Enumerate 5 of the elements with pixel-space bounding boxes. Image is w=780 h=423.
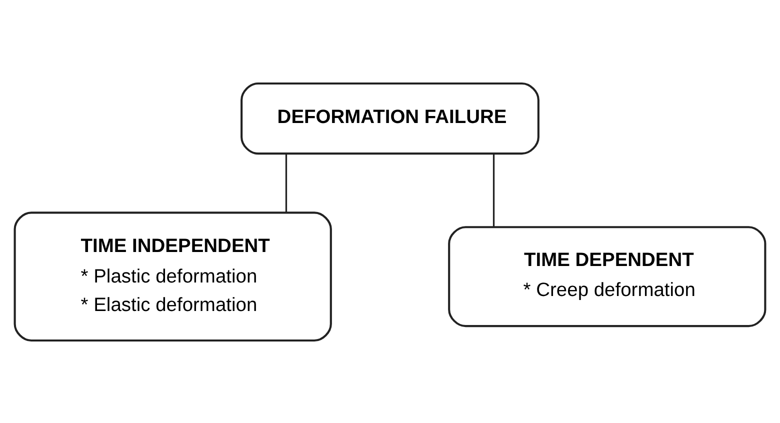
node-box: TIME INDEPENDENT * Plastic deformation * Elastic deformation [14, 211, 332, 342]
node-box: DEFORMATION FAILURE [240, 82, 540, 154]
connector [285, 153, 288, 212]
connector [492, 153, 495, 226]
node-box: TIME DEPENDENT * Creep deformation [448, 226, 766, 327]
